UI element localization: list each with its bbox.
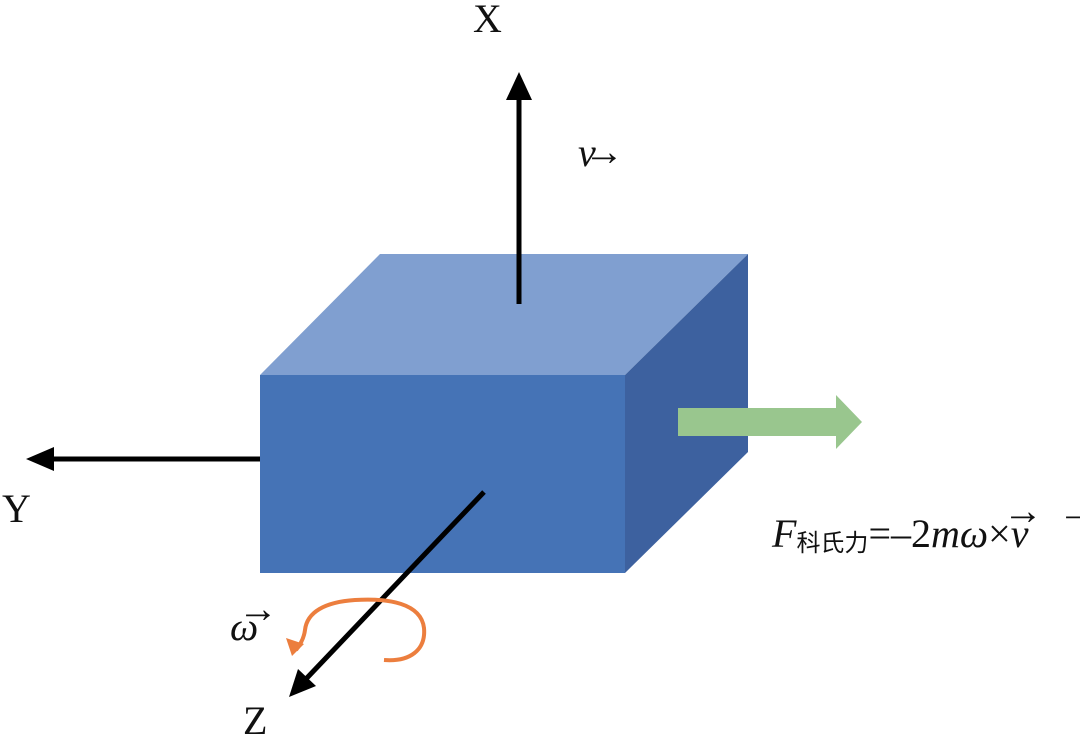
formula-force-symbol: F [771, 511, 797, 556]
velocity-symbol: v [578, 130, 596, 175]
svg-text:F科氏力=–2mω×v: F科氏力=–2mω×v [771, 511, 1029, 557]
x-axis-label: X [473, 0, 502, 41]
formula-coefficient: 2 [911, 511, 931, 556]
omega-symbol: ω [230, 604, 258, 649]
y-axis-label: Y [2, 486, 31, 531]
formula-subscript: 科氏力 [796, 529, 868, 557]
velocity-arrow-mark: → [584, 129, 624, 174]
coriolis-formula: F科氏力=–2mω×v → → [771, 488, 1080, 557]
formula-v-arrow-mark: → [1058, 488, 1080, 533]
z-axis [289, 490, 486, 697]
omega-label: → ω [230, 586, 278, 649]
formula-omega: ω [960, 511, 988, 556]
formula-minus: – [890, 511, 912, 556]
z-axis-arrowhead [289, 669, 316, 697]
x-axis-arrowhead [506, 72, 532, 100]
z-axis-label: Z [243, 698, 267, 737]
y-axis-arrowhead [26, 447, 54, 471]
rotation-arrowhead [286, 638, 304, 656]
y-axis [26, 447, 260, 471]
coriolis-force-arrow [678, 395, 862, 449]
formula-equals: = [868, 511, 891, 556]
formula-omega-arrow-mark: → [1003, 488, 1043, 533]
formula-v: v [1011, 511, 1029, 556]
x-axis [506, 72, 532, 304]
velocity-label: → v [578, 129, 624, 175]
rotation-arrow [286, 597, 427, 663]
omega-arrow-mark: → [238, 586, 278, 631]
formula-times: × [988, 511, 1011, 556]
cube [260, 254, 748, 573]
cube-top-face [260, 254, 748, 375]
cube-front-face [260, 375, 625, 573]
formula-mass: m [931, 511, 960, 556]
